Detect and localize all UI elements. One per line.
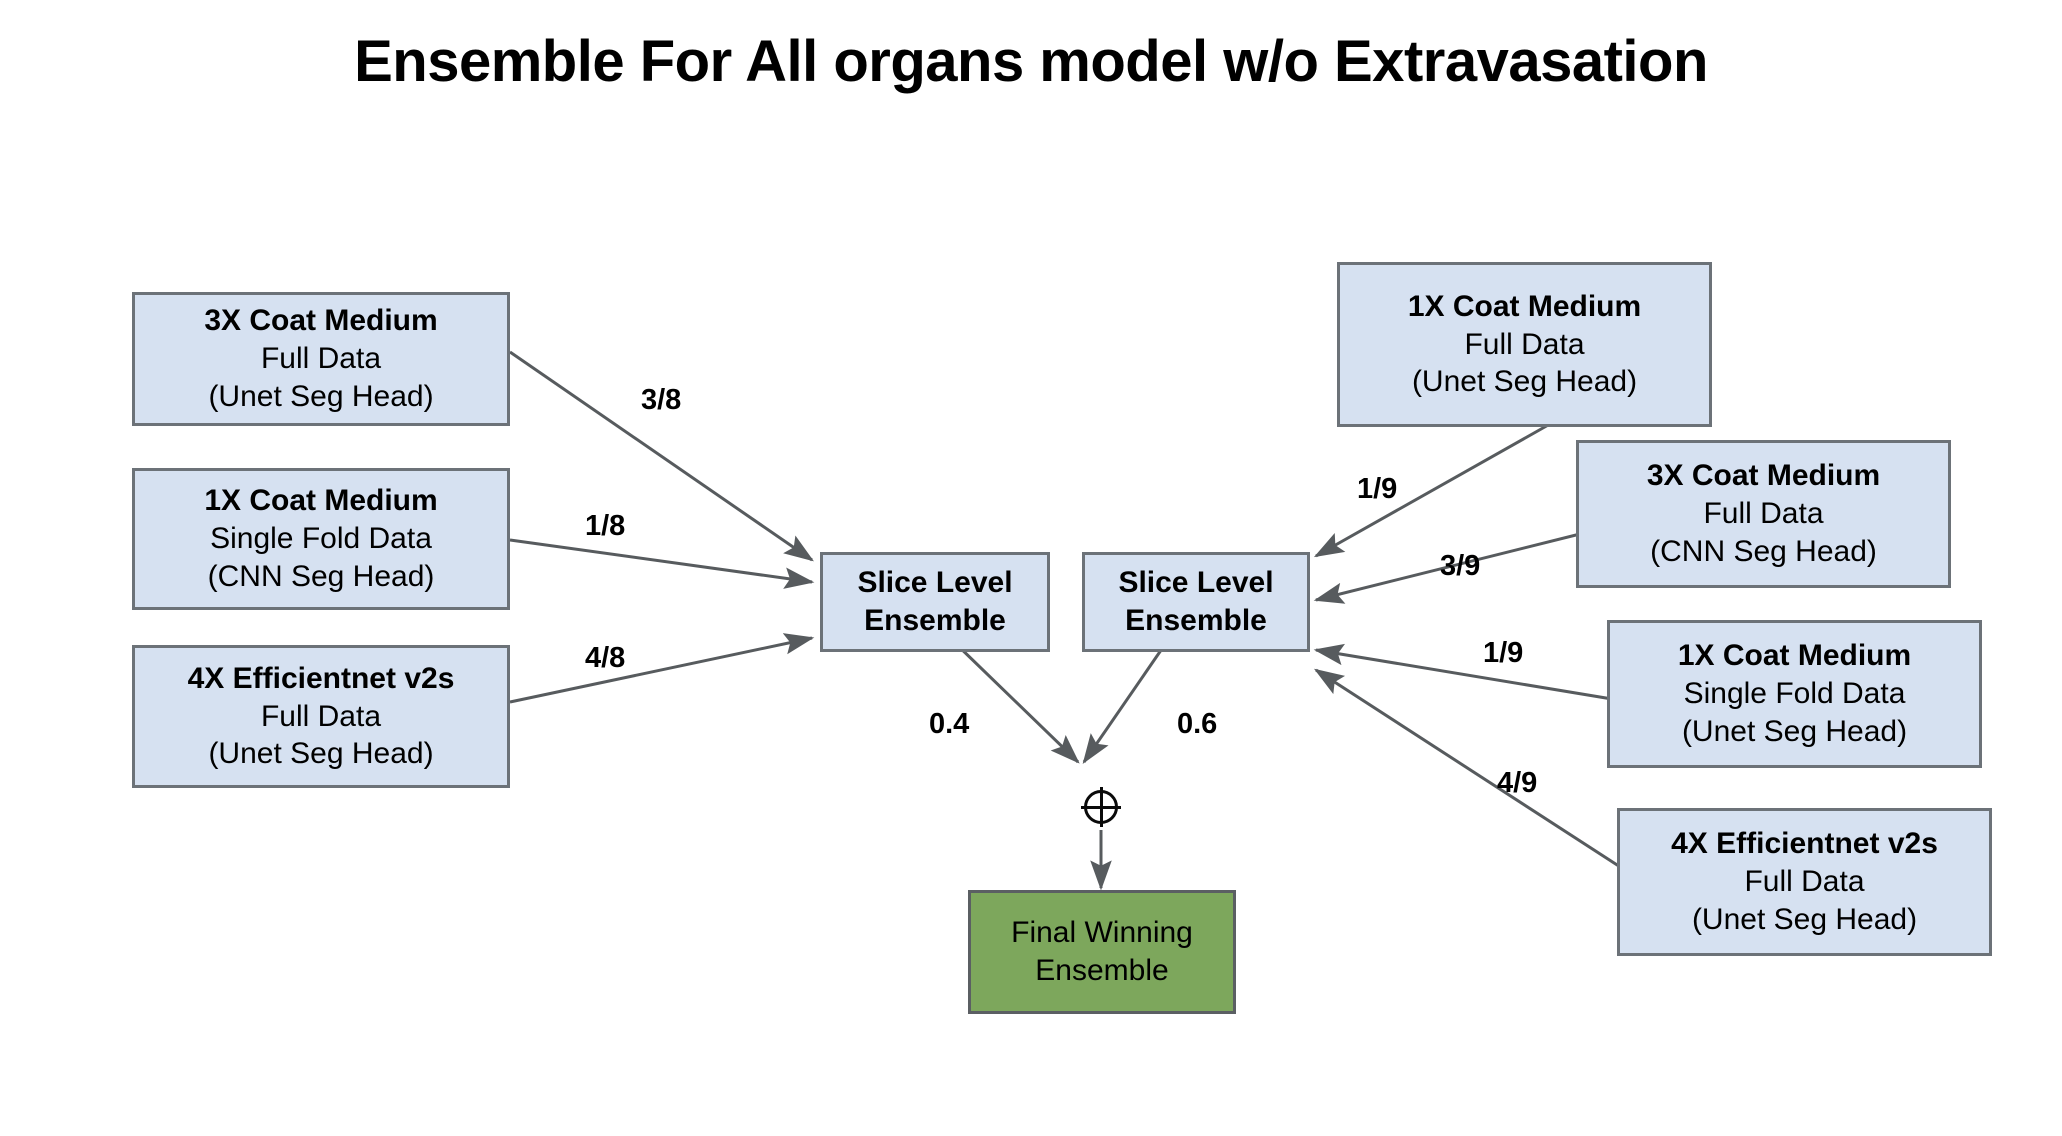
node-line-1: Slice Level — [857, 566, 1013, 600]
edge-left-3 — [509, 633, 815, 704]
edge-label-right-4: 4/9 — [1497, 767, 1538, 799]
node-line-3: (CNN Seg Head) — [1650, 534, 1877, 568]
edge-label-weight-right: 0.6 — [1177, 708, 1218, 740]
node-left-model-3[interactable]: 4X Efficientnet v2s Full Data (Unet Seg … — [132, 645, 510, 788]
node-line-2: Ensemble — [864, 604, 1006, 637]
plus-circle-icon — [1081, 787, 1121, 827]
node-right-model-4[interactable]: 4X Efficientnet v2s Full Data (Unet Seg … — [1617, 808, 1992, 956]
edge-label-right-2: 3/9 — [1440, 550, 1481, 582]
node-line-1: 4X Efficientnet v2s — [187, 661, 455, 695]
node-line-1: Slice Level — [1118, 566, 1274, 600]
node-ensemble-left[interactable]: Slice Level Ensemble — [820, 552, 1050, 652]
node-line-2: Full Data — [260, 342, 382, 376]
node-line-3: (CNN Seg Head) — [207, 559, 435, 593]
node-line-2: Full Data — [1464, 327, 1585, 361]
node-line-1: 1X Coat Medium — [204, 484, 438, 518]
edge-ensemble-left-to-plus — [950, 638, 1080, 764]
node-line-3: (Unet Seg Head) — [1411, 365, 1638, 399]
node-line-2: Single Fold Data — [1683, 677, 1906, 711]
node-line-1: 4X Efficientnet v2s — [1671, 827, 1938, 861]
edge-label-weight-left: 0.4 — [929, 708, 970, 740]
node-line-1: Final Winning — [1011, 916, 1193, 950]
edge-left-2 — [509, 538, 815, 589]
edge-label-left-1: 3/8 — [641, 384, 682, 416]
node-line-1: 3X Coat Medium — [1646, 459, 1881, 493]
edge-ensemble-right-to-plus — [1082, 639, 1170, 764]
node-right-model-3[interactable]: 1X Coat Medium Single Fold Data (Unet Se… — [1607, 620, 1982, 768]
node-right-model-2[interactable]: 3X Coat Medium Full Data (CNN Seg Head) — [1576, 440, 1951, 588]
node-line-2: Full Data — [260, 699, 382, 733]
edge-label-right-1: 1/9 — [1357, 473, 1398, 505]
node-ensemble-right[interactable]: Slice Level Ensemble — [1082, 552, 1310, 652]
node-line-2: Full Data — [1744, 865, 1865, 899]
node-line-2: Full Data — [1703, 497, 1824, 531]
edge-right-1 — [1313, 422, 1551, 558]
edge-right-4 — [1313, 668, 1629, 874]
node-line-1: 1X Coat Medium — [1407, 289, 1642, 323]
node-left-model-1[interactable]: 3X Coat Medium Full Data (Unet Seg Head) — [132, 292, 510, 426]
node-line-3: (Unet Seg Head) — [208, 379, 434, 413]
node-line-3: (Unet Seg Head) — [1681, 714, 1908, 748]
node-line-3: (Unet Seg Head) — [1691, 902, 1918, 936]
edge-label-left-2: 1/8 — [585, 510, 626, 542]
node-left-model-2[interactable]: 1X Coat Medium Single Fold Data (CNN Seg… — [132, 468, 510, 610]
node-line-2: Ensemble — [1035, 954, 1169, 987]
node-line-2: Single Fold Data — [210, 522, 432, 556]
node-line-1: 3X Coat Medium — [204, 304, 438, 338]
node-line-2: Ensemble — [1125, 604, 1267, 637]
node-final-ensemble[interactable]: Final Winning Ensemble — [968, 890, 1236, 1014]
page-title: Ensemble For All organs model w/o Extrav… — [354, 29, 1708, 94]
node-line-3: (Unet Seg Head) — [208, 737, 434, 771]
edge-label-left-3: 4/8 — [585, 642, 626, 674]
edge-right-3 — [1313, 643, 1619, 702]
edge-label-right-3: 1/9 — [1483, 637, 1524, 669]
node-right-model-1[interactable]: 1X Coat Medium Full Data (Unet Seg Head) — [1337, 262, 1712, 427]
node-line-1: 1X Coat Medium — [1677, 639, 1912, 673]
